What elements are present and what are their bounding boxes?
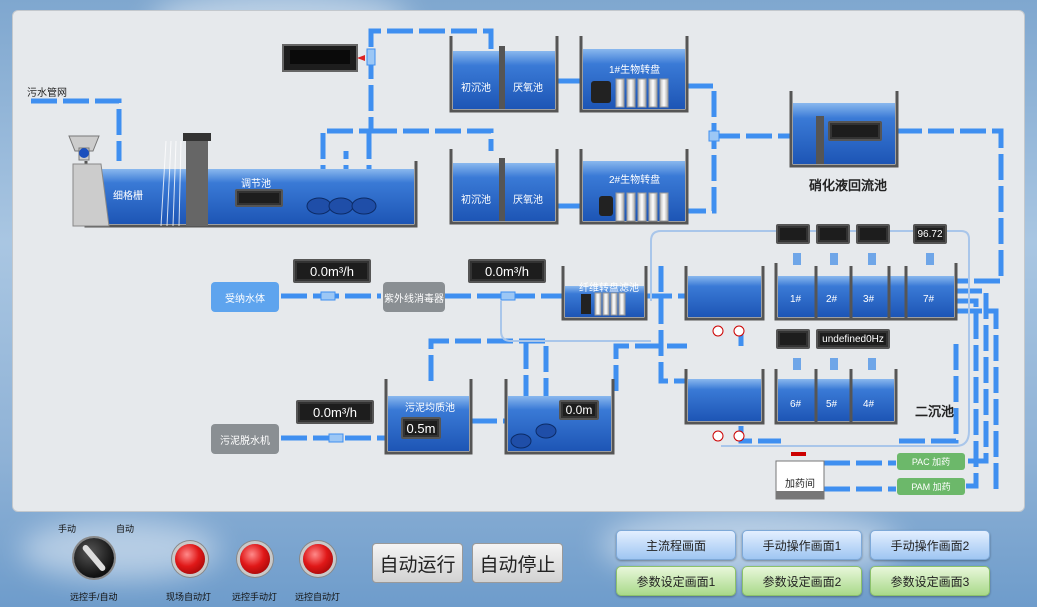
remote-manual-lamp-label: 远控手动灯: [232, 592, 278, 602]
nitrate-tank-label: 硝化液回流池: [809, 178, 888, 193]
pam-dosing-button[interactable]: PAM 加药: [897, 478, 965, 495]
process-panel: 污水管网 细格栅 调节池 初沉池 厌氧池 初沉池 厌氧池 1#生物转盘 2#生物…: [12, 10, 1025, 512]
clarifier-3-label: 3#: [863, 294, 875, 305]
pump-freq-display: undefined0Hz: [816, 329, 890, 349]
sludge-dewatering-button[interactable]: 污泥脱水机: [211, 424, 279, 454]
clarifier-4-label: 4#: [863, 399, 875, 410]
clarifier-6-label: 6#: [790, 399, 802, 410]
param-3-button[interactable]: 参数设定画面3: [870, 566, 990, 596]
clarifier-1-label: 1#: [790, 294, 802, 305]
anoxic-tank-1-label: 厌氧池: [513, 83, 543, 94]
manual-op-1-button[interactable]: 手动操作画面1: [742, 530, 862, 560]
dosing-room-shape: [775, 452, 825, 500]
switch-auto-label: 自动: [116, 524, 135, 534]
clarifier-2-display: [816, 224, 850, 244]
bio-disc-tanks: [579, 36, 689, 225]
secondary-clarifier-label: 二沉池: [915, 404, 955, 419]
pac-dosing-button[interactable]: PAC 加药: [897, 453, 965, 470]
clarifier-5-label: 5#: [826, 399, 838, 410]
manual-auto-switch[interactable]: [74, 538, 114, 578]
fiber-filter-label: 纤维转盘滤池: [579, 283, 639, 294]
primary-anoxic-tanks: [449, 36, 559, 225]
switch-caption: 远控手/自动: [70, 592, 118, 602]
sludge-level-display: 0.5m: [401, 417, 441, 439]
remote-manual-lamp: [240, 544, 270, 574]
main-flow-button[interactable]: 主流程画面: [616, 530, 736, 560]
clarifier-2-label: 2#: [826, 294, 838, 305]
primary-tank-1-label: 初沉池: [461, 83, 491, 94]
clarifier-7-label: 7#: [923, 294, 935, 305]
regulating-tank-label: 调节池: [241, 179, 271, 190]
clarifier-7-display: 96.72: [913, 224, 947, 244]
bio-disc-1-label: 1#生物转盘: [609, 65, 661, 76]
primary-tank-2-label: 初沉池: [461, 195, 491, 206]
param-1-button[interactable]: 参数设定画面1: [616, 566, 736, 596]
clarifier-6-display: [776, 329, 810, 349]
screen-funnel: [68, 135, 182, 227]
sludge-tank-label: 污泥均质池: [405, 403, 455, 414]
auto-stop-button[interactable]: 自动停止: [472, 543, 563, 583]
sludge-flow-display: 0.0m³/h: [296, 400, 374, 424]
uv-flow-display: 0.0m³/h: [293, 259, 371, 283]
anoxic-tank-2-label: 厌氧池: [513, 195, 543, 206]
switch-manual-label: 手动: [58, 524, 77, 534]
regulating-level-display: [235, 189, 283, 207]
clarifier-3-display: [856, 224, 890, 244]
nitrate-level-display: [828, 121, 882, 141]
sensor-top: [282, 44, 365, 72]
remote-auto-lamp-label: 远控自动灯: [295, 592, 341, 602]
sewage-network-label: 污水管网: [27, 88, 67, 99]
pump-group: [306, 197, 377, 215]
return-loop: [500, 230, 970, 447]
clarifier-tanks: [684, 253, 958, 442]
fiber-filter-shape: [561, 266, 648, 321]
filter-flow-display: 0.0m³/h: [468, 259, 546, 283]
process-diagram: [31, 28, 1004, 500]
fine-screen-label: 细格栅: [113, 191, 143, 202]
local-auto-lamp: [175, 544, 205, 574]
dosing-room-label: 加药间: [785, 479, 815, 490]
local-auto-lamp-label: 现场自动灯: [166, 592, 212, 602]
uv-disinfector-button[interactable]: 紫外线消毒器: [383, 282, 445, 312]
receiving-water-button[interactable]: 受纳水体: [211, 282, 279, 312]
auto-run-button[interactable]: 自动运行: [372, 543, 463, 583]
manual-op-2-button[interactable]: 手动操作画面2: [870, 530, 990, 560]
param-2-button[interactable]: 参数设定画面2: [742, 566, 862, 596]
bio-disc-2-label: 2#生物转盘: [609, 175, 661, 186]
pipes: [31, 28, 1004, 492]
clarifier-1-display: [776, 224, 810, 244]
pump-tank-level-display: 0.0m: [559, 400, 599, 420]
remote-auto-lamp: [303, 544, 333, 574]
